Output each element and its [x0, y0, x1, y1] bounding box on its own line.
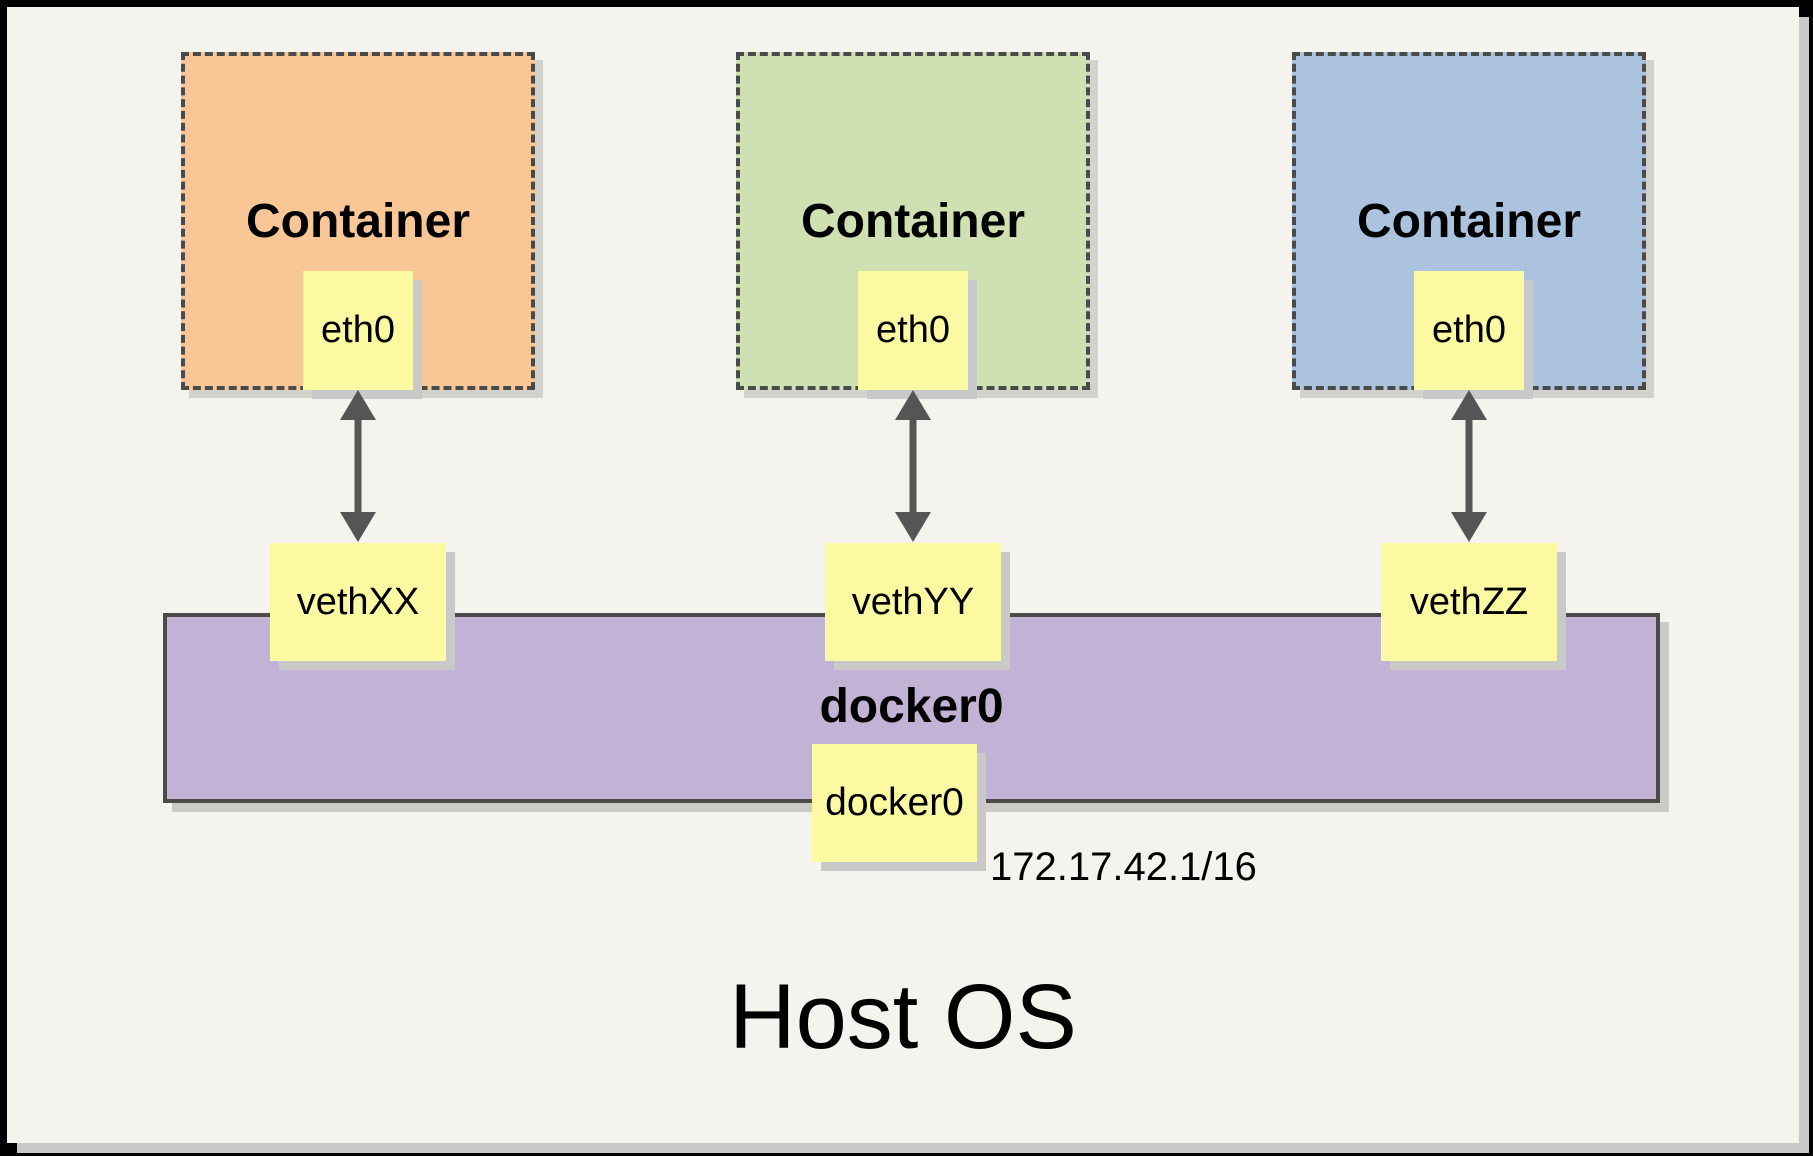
- vethxx-box: vethXX: [270, 543, 446, 661]
- eth0-box: eth0: [1414, 271, 1524, 390]
- arrow-shaft: [354, 414, 362, 518]
- container-label: Container: [245, 195, 470, 248]
- container-box-3: Container eth0: [1292, 52, 1646, 390]
- arrow-down-icon: [895, 512, 931, 542]
- arrow-down-icon: [340, 512, 376, 542]
- veth-connector-arrow-3: [1451, 390, 1487, 542]
- container-box-1: Container eth0: [181, 52, 535, 390]
- veth-connector-arrow-1: [340, 390, 376, 542]
- container-box-2: Container eth0: [736, 52, 1090, 390]
- arrow-shaft: [1465, 414, 1473, 518]
- vethyy-box: vethYY: [825, 543, 1001, 661]
- bridge-ip-label: 172.17.42.1/16: [990, 845, 1257, 889]
- veth-connector-arrow-2: [895, 390, 931, 542]
- docker0-bridge-label: docker0: [819, 680, 1004, 733]
- container-label: Container: [1356, 195, 1581, 248]
- arrow-shaft: [909, 414, 917, 518]
- arrow-down-icon: [1451, 512, 1487, 542]
- host-os-label: Host OS: [729, 966, 1077, 1068]
- container-label: Container: [800, 195, 1025, 248]
- docker0-interface-box: docker0: [812, 744, 977, 862]
- host-os-canvas: Container eth0 Container eth0 Container …: [7, 7, 1799, 1143]
- eth0-box: eth0: [303, 271, 413, 390]
- vethzz-box: vethZZ: [1381, 543, 1557, 661]
- eth0-box: eth0: [858, 271, 968, 390]
